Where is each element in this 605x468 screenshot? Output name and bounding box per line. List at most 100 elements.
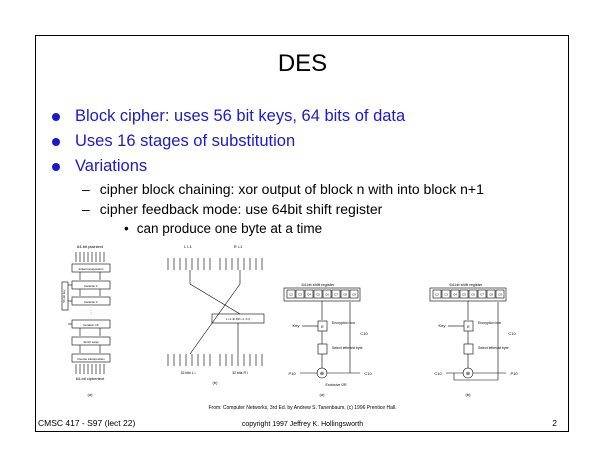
select-byte-box <box>463 343 474 355</box>
des-structure-diagram: 64-bit plaintext Initial transposition I… <box>61 244 111 397</box>
encryption-box <box>463 320 474 332</box>
encryption-box <box>317 320 328 332</box>
svg-text:C3: C3 <box>444 293 448 297</box>
svg-text:(a): (a) <box>88 392 94 397</box>
svg-text:C9: C9 <box>498 293 502 297</box>
svg-text:Initial transposition: Initial transposition <box>79 267 104 271</box>
svg-text:Select leftmost byte: Select leftmost byte <box>478 346 509 350</box>
svg-text:Iteration 16: Iteration 16 <box>83 323 98 327</box>
svg-text:32 bits L i: 32 bits L i <box>181 371 196 375</box>
svg-text:C10: C10 <box>364 371 372 376</box>
svg-text:C9: C9 <box>352 293 356 297</box>
svg-text:(b): (b) <box>466 392 472 397</box>
svg-text:64-bit shift register: 64-bit shift register <box>302 282 336 287</box>
svg-text:⋮: ⋮ <box>89 310 94 316</box>
svg-text:⊕: ⊕ <box>466 371 470 377</box>
sub-sub-bullet-item: • can produce one byte at a time <box>124 219 572 237</box>
svg-text:C10: C10 <box>360 331 368 336</box>
svg-text:C6: C6 <box>471 293 475 297</box>
output-arrows <box>75 364 105 374</box>
sub-sub-bullet-text: can produce one byte at a time <box>136 220 323 236</box>
dash-icon: – <box>82 201 90 217</box>
bullet-item: Block cipher: uses 56 bit keys, 64 bits … <box>52 104 572 129</box>
svg-text:C4: C4 <box>307 293 311 297</box>
svg-text:C7: C7 <box>334 293 338 297</box>
svg-text:32 bits R i: 32 bits R i <box>232 371 248 375</box>
svg-text:L i-1 ⊕ f(R i-1, K i): L i-1 ⊕ f(R i-1, K i) <box>226 317 250 321</box>
svg-text:P10: P10 <box>510 371 518 376</box>
svg-text:C5: C5 <box>462 293 466 297</box>
left-output-arrows <box>167 354 211 366</box>
inverse-transposition-box <box>71 353 111 363</box>
bullet-dot-icon <box>52 162 60 171</box>
svg-text:C2: C2 <box>435 293 439 297</box>
svg-text:Key: Key <box>293 323 300 328</box>
svg-text:C4: C4 <box>453 293 457 297</box>
bullet-text: Variations <box>75 157 148 175</box>
svg-text:R i-1: R i-1 <box>234 244 243 249</box>
small-bullet-icon: • <box>124 220 129 236</box>
figure-caption: From: Computer Networks, 3rd Ed. by Andr… <box>208 405 397 411</box>
svg-text:C3: C3 <box>298 293 302 297</box>
svg-text:P10: P10 <box>288 371 296 376</box>
svg-text:E: E <box>321 324 324 329</box>
key-box <box>61 281 69 311</box>
input-arrows <box>75 252 105 262</box>
des-diagrams: 64-bit plaintext Initial transposition I… <box>61 244 518 397</box>
page-number: 2 <box>552 418 557 428</box>
bullet-item: Variations <box>52 154 572 179</box>
svg-text:Key: Key <box>439 323 446 328</box>
svg-text:⊕: ⊕ <box>320 371 324 377</box>
svg-text:56-bit key: 56-bit key <box>62 289 66 303</box>
bullet-list: Block cipher: uses 56 bit keys, 64 bits … <box>52 104 572 237</box>
bullet-item: Uses 16 stages of substitution <box>52 129 572 154</box>
bullet-dot-icon <box>52 112 60 121</box>
initial-transposition-box <box>71 263 111 273</box>
svg-text:C6: C6 <box>325 293 329 297</box>
swap-box <box>71 336 111 346</box>
footer-course: CMSC 417 - S97 (lect 22) <box>38 418 136 428</box>
svg-text:Inverse transposition: Inverse transposition <box>77 357 105 361</box>
svg-text:C10: C10 <box>434 371 442 376</box>
bullet-text: Block cipher: uses 56 bit keys, 64 bits … <box>75 107 406 125</box>
des-iteration-diagram: L i-1 R i-1 L i-1 ⊕ f(R i-1, K i) 32 bit… <box>167 244 265 385</box>
register-cells: C2 C3 C4 C5 C6 C7 C8 C9 <box>286 289 359 299</box>
dash-icon: – <box>82 181 90 197</box>
cfb-encryption-diagram: 64-bit shift register C2 C3 C4 C5 C6 C7 … <box>283 282 372 397</box>
sub-bullet-item: – cipher block chaining: xor output of b… <box>82 179 572 199</box>
svg-text:Encryption box: Encryption box <box>332 321 355 325</box>
sub-bullet-item: – cipher feedback mode: use 64bit shift … <box>82 199 572 219</box>
ciphertext-label: 64-bit ciphertext <box>76 376 105 381</box>
select-byte-box <box>317 343 328 355</box>
bullet-dot-icon <box>52 137 60 146</box>
sub-bullet-text: cipher block chaining: xor output of blo… <box>99 181 484 197</box>
svg-text:C8: C8 <box>343 293 347 297</box>
svg-text:C5: C5 <box>316 293 320 297</box>
svg-text:L i-1: L i-1 <box>184 244 192 249</box>
register-cells: C2 C3 C4 C5 C6 C7 C8 C9 <box>432 289 505 299</box>
svg-text:(a): (a) <box>320 392 326 397</box>
svg-text:64-bit shift register: 64-bit shift register <box>450 282 484 287</box>
svg-text:(b): (b) <box>213 380 219 385</box>
svg-text:C10: C10 <box>508 331 516 336</box>
right-output-arrows <box>219 354 263 366</box>
bullet-text: Uses 16 stages of substitution <box>75 132 296 150</box>
svg-text:C8: C8 <box>489 293 493 297</box>
svg-text:Select leftmost byte: Select leftmost byte <box>332 346 363 350</box>
svg-text:Iteration 2: Iteration 2 <box>84 300 98 304</box>
svg-text:C2: C2 <box>289 293 293 297</box>
sub-bullet-text: cipher feedback mode: use 64bit shift re… <box>99 201 383 217</box>
svg-text:C7: C7 <box>480 293 484 297</box>
cfb-decryption-diagram: 64-bit shift register C2 C3 C4 C5 C6 C7 … <box>429 282 518 397</box>
right-input-arrows <box>219 258 263 270</box>
svg-text:Iteration 1: Iteration 1 <box>84 284 98 288</box>
slide-title: DES <box>277 50 328 77</box>
footer-copyright: copyright 1997 Jeffrey K. Hollingsworth <box>241 421 364 428</box>
slide-frame <box>35 35 569 432</box>
svg-text:E: E <box>467 324 470 329</box>
svg-text:32-bit swap: 32-bit swap <box>83 340 99 344</box>
svg-text:Encryption box: Encryption box <box>478 321 501 325</box>
svg-text:Exclusive OR: Exclusive OR <box>325 383 346 387</box>
left-input-arrows <box>167 258 211 270</box>
plaintext-label: 64-bit plaintext <box>77 244 104 249</box>
